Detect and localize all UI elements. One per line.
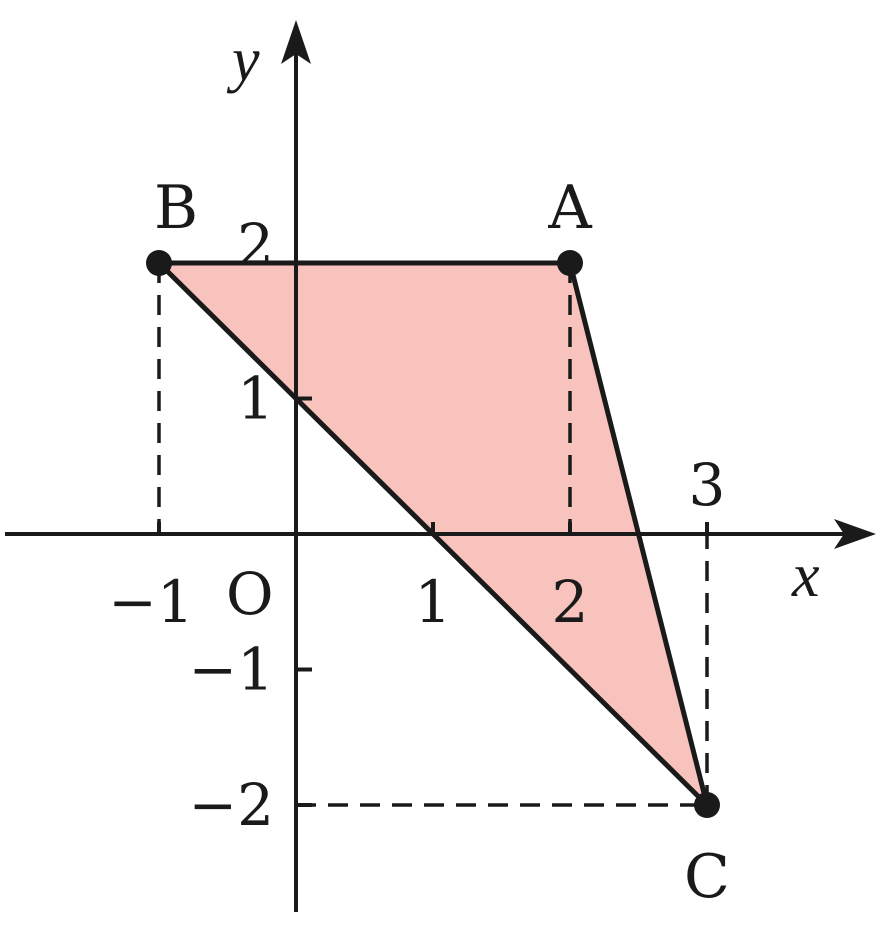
point-label-c: C (684, 842, 730, 912)
point-c (694, 792, 720, 818)
x-tick-label: 2 (552, 568, 589, 636)
x-tick-label: 1 (415, 568, 452, 636)
x-axis-label: x (791, 542, 820, 610)
x-tick-label: −1 (108, 568, 194, 636)
point-label-a: A (547, 173, 592, 243)
vertex-labels: A B C (154, 173, 730, 912)
axis-ticks (157, 261, 709, 807)
y-axis-label: y (226, 26, 260, 94)
y-tick-label: −1 (189, 636, 275, 704)
axis-tick-labels: −1 1 2 3 2 1 −1 −2 (108, 211, 725, 839)
y-tick-label: 2 (237, 211, 274, 279)
point-a (557, 250, 583, 276)
x-axis-arrowhead (834, 519, 876, 549)
y-tick-label: 1 (237, 365, 274, 433)
point-b (146, 250, 172, 276)
projection-dashed-lines (157, 263, 709, 807)
origin-label: O (226, 560, 274, 628)
y-axis-arrowhead (281, 20, 311, 64)
vertex-points (146, 250, 720, 818)
x-tick-label: 3 (689, 451, 726, 519)
y-tick-label: −2 (189, 771, 275, 839)
point-label-b: B (154, 173, 198, 243)
